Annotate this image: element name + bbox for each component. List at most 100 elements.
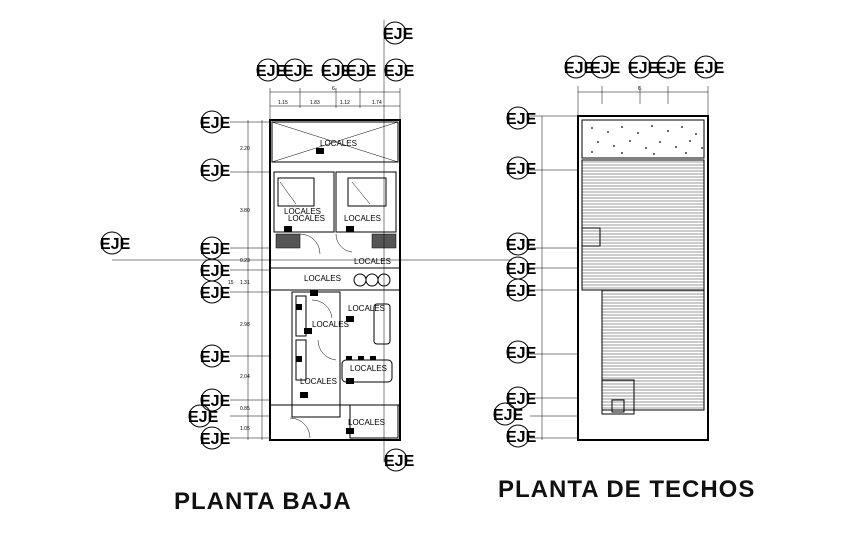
dining-table bbox=[341, 359, 393, 383]
room-label: LOCALES bbox=[312, 320, 349, 329]
axis-bubble: EJE bbox=[506, 424, 537, 448]
ground-floor-title: PLANTA BAJA bbox=[174, 488, 352, 515]
roof-plan-title: PLANTA DE TECHOS bbox=[498, 476, 756, 503]
room-label: LOCALES bbox=[288, 214, 325, 223]
axis-bubble: EJE bbox=[200, 258, 231, 282]
room-label: LOCALES bbox=[350, 364, 387, 373]
axis-bubble-label: EJE bbox=[506, 429, 537, 446]
room-label: LOCALES bbox=[320, 139, 357, 148]
axis-bubble-label: EJE bbox=[200, 115, 231, 132]
axis-bubble-label: EJE bbox=[200, 163, 231, 180]
dim-left: 1.05 bbox=[240, 426, 250, 432]
front-room-box bbox=[271, 121, 399, 163]
axis-bubble-label: EJE bbox=[200, 285, 231, 302]
axis-bubble-label: EJE bbox=[321, 63, 352, 80]
dim-left: 0.85 bbox=[240, 406, 250, 412]
axis-bubble: EJE bbox=[506, 256, 537, 280]
room-label: LOCALES bbox=[348, 418, 385, 427]
axis-bubble: EJE bbox=[506, 340, 537, 364]
axis-bubble-label: EJE bbox=[506, 237, 537, 254]
axis-bubble: EJE bbox=[384, 58, 415, 82]
roof-outline bbox=[577, 115, 709, 441]
room-label: LOCALES bbox=[348, 304, 385, 313]
axis-bubble: EJE bbox=[384, 448, 415, 472]
dim-top: 1.74 bbox=[372, 100, 382, 106]
dim-left: 2.98 bbox=[240, 322, 250, 328]
room-label: LOCALES bbox=[354, 257, 391, 266]
axis-bubble-label: EJE bbox=[256, 63, 287, 80]
axis-bubble: EJE bbox=[321, 58, 352, 82]
axis-bubble: EJE bbox=[200, 236, 231, 260]
dim-left: 2.04 bbox=[240, 374, 250, 380]
axis-bubble-label: EJE bbox=[656, 60, 687, 77]
axis-bubble: EJE bbox=[200, 280, 231, 304]
axis-bubble: EJE bbox=[100, 231, 131, 255]
axis-bubble-label: EJE bbox=[493, 407, 524, 424]
axis-bubble-label: EJE bbox=[506, 261, 537, 278]
axis-bubble-label: EJE bbox=[506, 345, 537, 362]
axis-bubble-label: EJE bbox=[100, 236, 131, 253]
axis-bubble: EJE bbox=[506, 386, 537, 410]
room-label: LOCALES bbox=[284, 207, 321, 216]
axis-bubble-label: EJE bbox=[506, 111, 537, 128]
axis-bubble-label: EJE bbox=[384, 453, 415, 470]
dim-total-top: 6. bbox=[332, 86, 336, 92]
axis-bubble: EJE bbox=[256, 58, 287, 82]
axis-bubble: EJE bbox=[200, 426, 231, 450]
axis-bubble: EJE bbox=[506, 106, 537, 130]
axis-bubble-label: EJE bbox=[200, 349, 231, 366]
axis-bubble: EJE bbox=[694, 55, 725, 79]
axis-bubble: EJE bbox=[283, 58, 314, 82]
axis-bubble: EJE bbox=[493, 402, 524, 426]
dim-top: 1.12 bbox=[340, 100, 350, 106]
roof-terrace bbox=[581, 119, 705, 159]
axis-bubble: EJE bbox=[346, 58, 377, 82]
sofa bbox=[373, 303, 391, 345]
axis-bubble-label: EJE bbox=[628, 60, 659, 77]
axis-bubble: EJE bbox=[383, 21, 414, 45]
roof-plan: 6. bbox=[530, 86, 709, 441]
axis-bubble: EJE bbox=[506, 156, 537, 180]
axis-bubble: EJE bbox=[506, 232, 537, 256]
bedroom-right bbox=[335, 171, 397, 233]
axis-bubble-label: EJE bbox=[506, 161, 537, 178]
dim-top: 1.15 bbox=[278, 100, 288, 106]
dim-left: 0.23 bbox=[240, 258, 250, 264]
axis-bubble: EJE bbox=[506, 278, 537, 302]
dim-left: 1.31 bbox=[240, 280, 250, 286]
axis-bubble: EJE bbox=[188, 404, 219, 428]
axis-bubble-label: EJE bbox=[346, 63, 377, 80]
axis-bubble-label: EJE bbox=[200, 241, 231, 258]
axis-bubble-label: EJE bbox=[694, 60, 725, 77]
ground-floor-plan: LOCALES LOCALES LOCALES LOCALES LOCALES … bbox=[112, 20, 512, 462]
roof-slab-lower bbox=[601, 289, 705, 411]
axis-bubble: EJE bbox=[200, 388, 231, 412]
axis-bubble-label: EJE bbox=[200, 393, 231, 410]
axis-bubble-label: EJE bbox=[590, 60, 621, 77]
axis-bubble-label: EJE bbox=[188, 409, 219, 426]
bedroom-left bbox=[273, 171, 335, 233]
axis-bubble-label: EJE bbox=[200, 431, 231, 448]
axis-bubble-label: EJE bbox=[283, 63, 314, 80]
axis-bubble: EJE bbox=[628, 55, 659, 79]
axis-bubble-label: EJE bbox=[383, 26, 414, 43]
room-label: LOCALES bbox=[344, 214, 381, 223]
dim-side: 15 bbox=[228, 280, 234, 286]
axis-bubble: EJE bbox=[656, 55, 687, 79]
roof-hatching bbox=[582, 161, 704, 409]
axis-bubble: EJE bbox=[590, 55, 621, 79]
axis-bubble: EJE bbox=[200, 110, 231, 134]
axis-bubble-label: EJE bbox=[564, 60, 595, 77]
axis-bubble-label: EJE bbox=[200, 263, 231, 280]
kitchen-area bbox=[291, 291, 341, 418]
dim-left: 2.20 bbox=[240, 146, 250, 152]
axis-bubble-label: EJE bbox=[506, 283, 537, 300]
dim-total-roof: 6. bbox=[638, 86, 642, 92]
ground-floor-outline bbox=[269, 119, 401, 441]
axis-bubble-label: EJE bbox=[506, 391, 537, 408]
axis-bubble: EJE bbox=[200, 344, 231, 368]
room-label: LOCALES bbox=[300, 377, 337, 386]
room-label: LOCALES bbox=[304, 274, 341, 283]
